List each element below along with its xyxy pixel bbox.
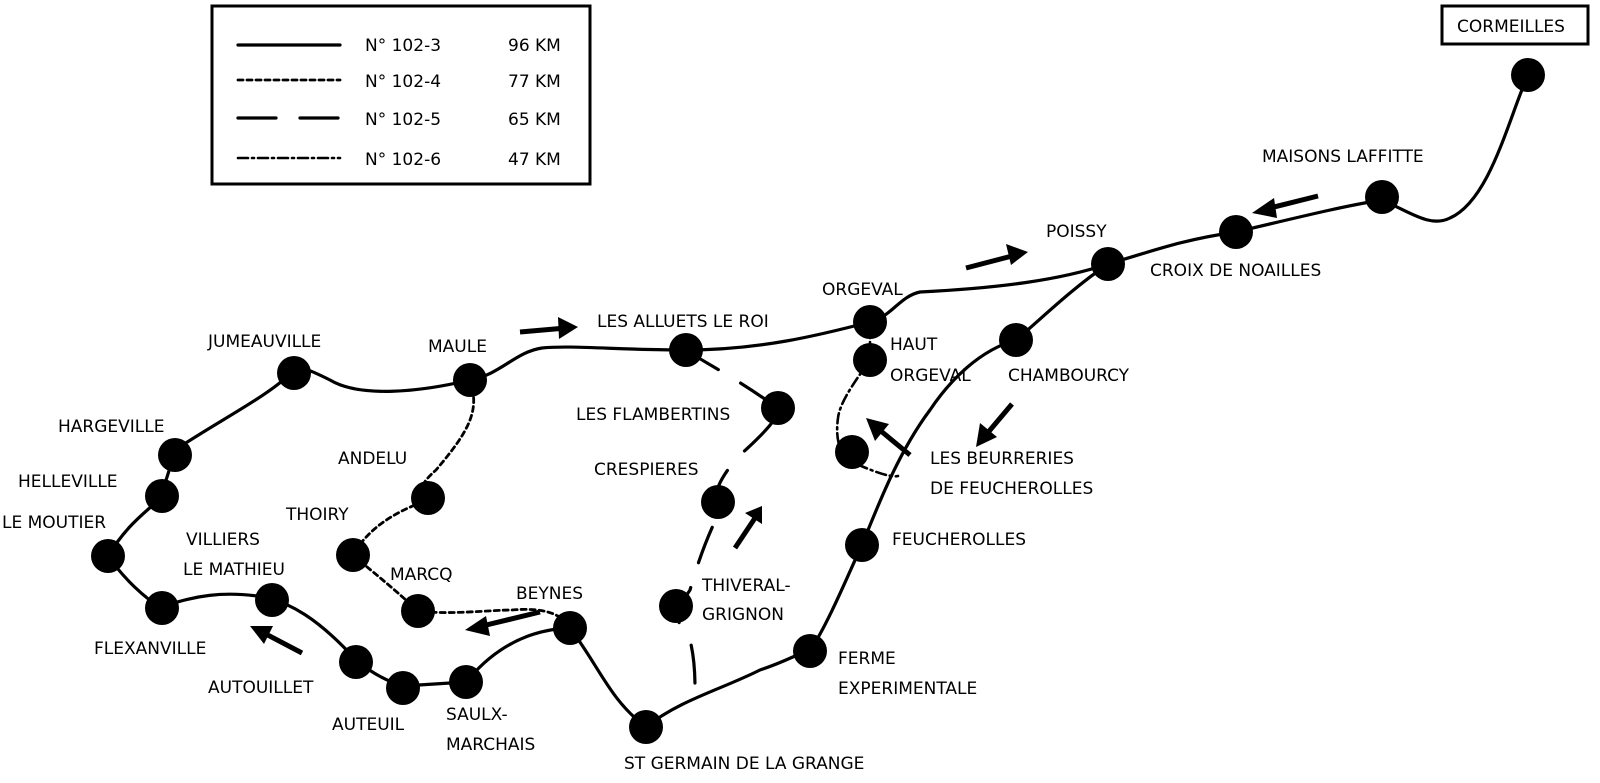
label-thoiry: THOIRY [285, 505, 349, 525]
stop-crespieres [701, 485, 735, 519]
label-autouillet: AUTOUILLET [208, 678, 314, 698]
start-frame [1440, 4, 1590, 46]
legend-name-4: N° 102-6 [365, 150, 441, 170]
legend-distance-1: 96 KM [508, 36, 561, 56]
stop-chambourcy [999, 323, 1033, 357]
place-labels: MAISONS LAFFITTE CROIX DE NOAILLES POISS… [2, 147, 1424, 774]
stop-beynes [553, 611, 587, 645]
stop-auteuil [386, 671, 420, 705]
stop-maisons-laffitte [1365, 180, 1399, 214]
label-ferme-1: FERME [838, 649, 896, 669]
arrow-icon [1252, 193, 1319, 218]
stop-autouillet [339, 645, 373, 679]
label-orgeval: ORGEVAL [822, 280, 903, 300]
arrow-icon [866, 418, 912, 457]
stops [91, 58, 1545, 744]
label-saulx-1: SAULX- [446, 705, 508, 725]
label-thiverval-1: THIVERAL- [701, 576, 791, 596]
label-auteuil: AUTEUIL [332, 715, 405, 735]
stop-haut-orgeval [853, 343, 887, 377]
stop-alluets [669, 333, 703, 367]
label-crespieres: CRESPIERES [594, 460, 699, 480]
arrow-icon [519, 317, 578, 339]
legend: N° 102-3 96 KM N° 102-4 77 KM N° 102-5 6… [210, 4, 592, 186]
label-poissy: POISSY [1046, 222, 1107, 242]
start-box: CORMEILLES [1440, 4, 1590, 46]
label-maule: MAULE [428, 337, 487, 357]
label-villiers-1: VILLIERS [186, 530, 260, 550]
stop-st-germain [629, 710, 663, 744]
stop-jumeauville [277, 356, 311, 390]
label-croix-de-noailles: CROIX DE NOAILLES [1150, 261, 1321, 281]
stop-flexanville [145, 591, 179, 625]
legend-distance-4: 47 KM [508, 150, 561, 170]
label-beurreries-1: LES BEURRERIES [930, 449, 1074, 469]
label-andelu: ANDELU [338, 449, 407, 469]
stop-croix-de-noailles [1219, 215, 1253, 249]
stop-le-moutier [91, 539, 125, 573]
stop-feucherolles [845, 528, 879, 562]
label-jumeauville: JUMEAUVILLE [207, 332, 321, 352]
label-alluets: LES ALLUETS LE ROI [597, 312, 769, 332]
stop-hargeville [158, 438, 192, 472]
arrow-icon [976, 402, 1014, 447]
stop-andelu [411, 481, 445, 515]
direction-arrows [250, 193, 1319, 656]
label-feucherolles: FEUCHEROLLES [892, 530, 1026, 550]
label-flexanville: FLEXANVILLE [94, 639, 206, 659]
stop-villiers-le-mathieu [255, 583, 289, 617]
label-thiverval-2: GRIGNON [702, 605, 784, 625]
label-chambourcy: CHAMBOURCY [1008, 366, 1130, 386]
label-maisons-laffitte: MAISONS LAFFITTE [1262, 147, 1424, 167]
label-villiers-2: LE MATHIEU [183, 560, 285, 580]
stop-flambertins [761, 391, 795, 425]
label-le-moutier: LE MOUTIER [2, 513, 106, 533]
label-ferme-2: EXPERIMENTALE [838, 679, 977, 699]
label-st-germain: ST GERMAIN DE LA GRANGE [624, 754, 864, 774]
stop-helleville [145, 479, 179, 513]
stop-marcq [401, 594, 435, 628]
legend-name-1: N° 102-3 [365, 36, 441, 56]
stop-poissy [1091, 247, 1125, 281]
stop-thiverval [659, 589, 693, 623]
legend-distance-2: 77 KM [508, 72, 561, 92]
stop-ferme-experimentale [793, 634, 827, 668]
stop-maule [453, 363, 487, 397]
arrow-icon [732, 506, 762, 550]
start-label: CORMEILLES [1457, 17, 1565, 37]
stop-saulx-marchais [449, 665, 483, 699]
label-flambertins: LES FLAMBERTINS [576, 405, 730, 425]
route-102-6 [835, 320, 900, 478]
arrow-icon [965, 244, 1028, 271]
label-haut-orgeval-1: HAUT [890, 335, 938, 355]
label-hargeville: HARGEVILLE [58, 417, 164, 437]
label-helleville: HELLEVILLE [18, 472, 118, 492]
arrow-icon [465, 609, 541, 636]
legend-frame [210, 4, 592, 186]
legend-name-3: N° 102-5 [365, 110, 441, 130]
label-beynes: BEYNES [516, 584, 583, 604]
stop-cormeilles [1511, 58, 1545, 92]
label-saulx-2: MARCHAIS [446, 735, 535, 755]
stop-les-beurreries [835, 435, 869, 469]
label-beurreries-2: DE FEUCHEROLLES [930, 479, 1093, 499]
stop-thoiry [336, 538, 370, 572]
legend-name-2: N° 102-4 [365, 72, 441, 92]
legend-distance-3: 65 KM [508, 110, 561, 130]
label-haut-orgeval-2: ORGEVAL [890, 366, 971, 386]
arrow-icon [250, 626, 304, 656]
label-marcq: MARCQ [390, 565, 453, 585]
stop-orgeval [853, 305, 887, 339]
